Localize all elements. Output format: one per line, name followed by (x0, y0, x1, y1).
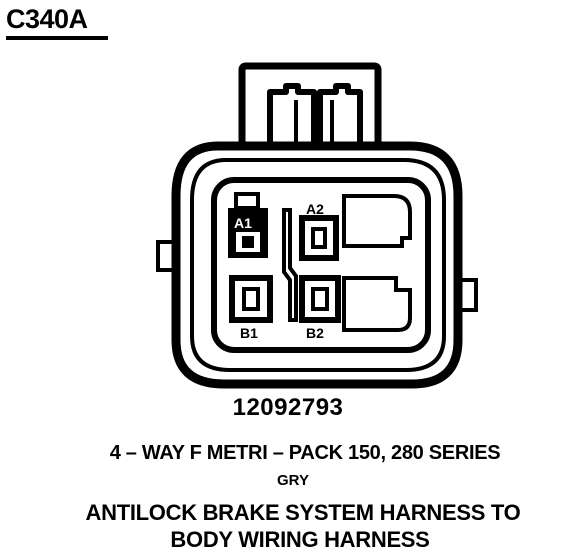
pin-label-a2: A2 (306, 201, 324, 217)
connector-description: 4 – WAY F METRI – PACK 150, 280 SERIES (109, 442, 501, 464)
connector-color: GRY (277, 472, 309, 489)
pin-label-b1: B1 (240, 325, 258, 341)
harness-description-line1: ANTILOCK BRAKE SYSTEM HARNESS TO (85, 500, 521, 525)
part-number: 12092793 (232, 394, 344, 421)
connector-diagram: A1 A2 B1 B2 (156, 62, 478, 389)
polarization-rib (282, 208, 298, 322)
connector-body-rim (190, 158, 446, 372)
locking-tab (238, 62, 382, 160)
pin-cavity-b1: B1 (229, 275, 273, 341)
pin-label-a1: A1 (234, 215, 252, 231)
connector-title: C340A (6, 4, 88, 34)
empty-cavity-upper (342, 194, 412, 248)
harness-description-line2: BODY WIRING HARNESS (170, 527, 430, 552)
title-underline (6, 36, 108, 40)
pin-cavity-a2: A2 (299, 201, 339, 261)
pin-cavity-a1: A1 (228, 192, 268, 258)
pin-cavity-b2: B2 (299, 275, 341, 341)
pin-label-b2: B2 (306, 325, 324, 341)
empty-cavity-lower (342, 276, 412, 332)
